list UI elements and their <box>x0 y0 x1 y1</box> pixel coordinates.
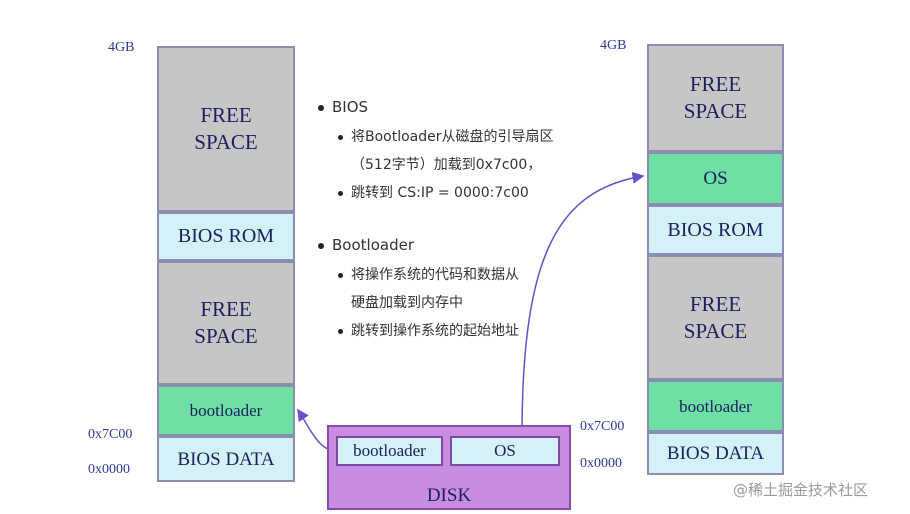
bootloader-bullet: Bootloader <box>318 236 414 254</box>
boot-step-2-text: 跳转到操作系统的起始地址 <box>351 323 519 339</box>
bios-step-1-text: 将Bootloader从磁盘的引导扇区 <box>351 129 554 145</box>
arrow-disk-os-to-memory <box>521 171 645 437</box>
left-bios-data: BIOS DATA <box>157 436 295 482</box>
bios-step-1: 将Bootloader从磁盘的引导扇区 <box>338 126 554 146</box>
bullet-icon <box>338 134 343 140</box>
boot-step-1-cont: 硬盘加载到内存中 <box>351 295 463 311</box>
bios-step-1-cont: （512字节）加载到0x7c00， <box>351 157 542 173</box>
boot-step-1: 将操作系统的代码和数据从 <box>338 264 519 284</box>
left-free-space-top: FREE SPACE <box>157 46 295 212</box>
bios-step-2-text: 跳转到 CS:IP = 0000:7c00 <box>351 185 529 201</box>
right-free-space-top: FREE SPACE <box>647 44 784 152</box>
right-bios-rom: BIOS ROM <box>647 205 784 255</box>
left-free-space-bottom: FREE SPACE <box>157 261 295 385</box>
bootloader-title: Bootloader <box>332 236 414 254</box>
right-addr-4gb: 4GB <box>600 38 627 53</box>
bullet-icon <box>338 328 343 334</box>
left-addr-7c00: 0x7C00 <box>88 427 133 442</box>
right-free-space-bottom: FREE SPACE <box>647 255 784 380</box>
right-addr-7c00: 0x7C00 <box>580 419 625 434</box>
bios-bullet: BIOS <box>318 98 368 116</box>
boot-step-2: 跳转到操作系统的起始地址 <box>338 320 519 340</box>
boot-step-1-text: 将操作系统的代码和数据从 <box>351 267 519 283</box>
bios-step-2: 跳转到 CS:IP = 0000:7c00 <box>338 182 529 202</box>
bullet-icon <box>338 190 343 196</box>
bios-title: BIOS <box>332 98 369 116</box>
left-bootloader: bootloader <box>157 385 295 436</box>
disk-bootloader: bootloader <box>336 436 443 466</box>
left-bios-rom: BIOS ROM <box>157 212 295 261</box>
bullet-icon <box>318 104 324 111</box>
left-addr-0000: 0x0000 <box>88 462 130 477</box>
right-bootloader: bootloader <box>647 380 784 432</box>
bullet-icon <box>318 242 324 249</box>
left-addr-4gb: 4GB <box>108 40 135 55</box>
right-os: OS <box>647 152 784 205</box>
disk-label: DISK <box>426 485 472 506</box>
disk-os: OS <box>450 436 560 466</box>
bullet-icon <box>338 272 343 278</box>
right-addr-0000: 0x0000 <box>580 456 622 471</box>
right-bios-data: BIOS DATA <box>647 432 784 475</box>
watermark: @稀土掘金技术社区 <box>733 481 869 499</box>
disk: bootloader OS DISK <box>327 425 571 510</box>
